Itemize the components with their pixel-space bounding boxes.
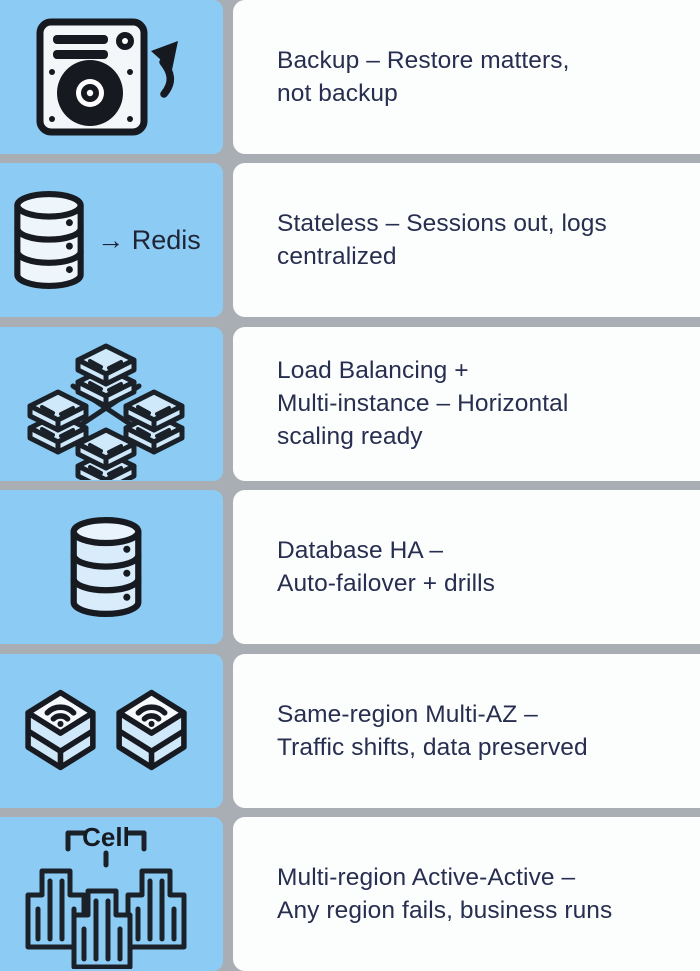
database-icon bbox=[70, 517, 141, 618]
multi-region-text: Multi-region Active-Active – Any region … bbox=[277, 863, 613, 924]
multi-az-card: Same-region Multi-AZ – Traffic shifts, d… bbox=[233, 653, 700, 808]
database-ha-text: Database HA – Auto-failover + drills bbox=[277, 537, 496, 598]
load-balancing-text: Load Balancing + Multi-instance – Horizo… bbox=[277, 357, 569, 451]
load-balancer-nodes-icon bbox=[11, 328, 201, 480]
row-multi-az: Same-region Multi-AZ – Traffic shifts, d… bbox=[0, 653, 700, 808]
row-stateless: → Redis Stateless – Sessions out, logs c… bbox=[0, 163, 700, 318]
cell-label: Cell bbox=[82, 822, 130, 852]
database-to-redis-icon bbox=[14, 191, 84, 290]
hard-drive-restore-icon bbox=[36, 18, 178, 136]
database-ha-icon-panel bbox=[0, 490, 223, 645]
backup-text: Backup – Restore matters, not backup bbox=[277, 47, 570, 107]
multi-region-card: Multi-region Active-Active – Any region … bbox=[233, 816, 700, 971]
multi-region-icon-panel: Cell bbox=[0, 816, 223, 971]
backup-card: Backup – Restore matters, not backup bbox=[233, 0, 700, 154]
load-balancing-card: Load Balancing + Multi-instance – Horizo… bbox=[233, 326, 700, 481]
backup-icon-panel bbox=[0, 0, 223, 154]
database-ha-card: Database HA – Auto-failover + drills bbox=[233, 490, 700, 645]
row-backup: Backup – Restore matters, not backup bbox=[0, 0, 700, 154]
redis-caption: → Redis bbox=[97, 224, 201, 255]
region-cell-buildings-icon: Cell bbox=[25, 822, 186, 969]
multi-az-icon-panel bbox=[0, 653, 223, 808]
load-balancing-icon-panel bbox=[0, 326, 223, 481]
multi-az-text: Same-region Multi-AZ – Traffic shifts, d… bbox=[277, 700, 588, 761]
stateless-icon-panel: → Redis bbox=[0, 163, 223, 318]
row-database-ha: Database HA – Auto-failover + drills bbox=[0, 490, 700, 645]
row-multi-region: Cell Multi-region Active-Active – Any re… bbox=[0, 816, 700, 971]
multi-az-wifi-boxes-icon bbox=[20, 681, 192, 781]
stateless-text: Stateless – Sessions out, logs centraliz… bbox=[277, 210, 607, 271]
stateless-card: Stateless – Sessions out, logs centraliz… bbox=[233, 163, 700, 318]
row-load-balancing: Load Balancing + Multi-instance – Horizo… bbox=[0, 326, 700, 481]
